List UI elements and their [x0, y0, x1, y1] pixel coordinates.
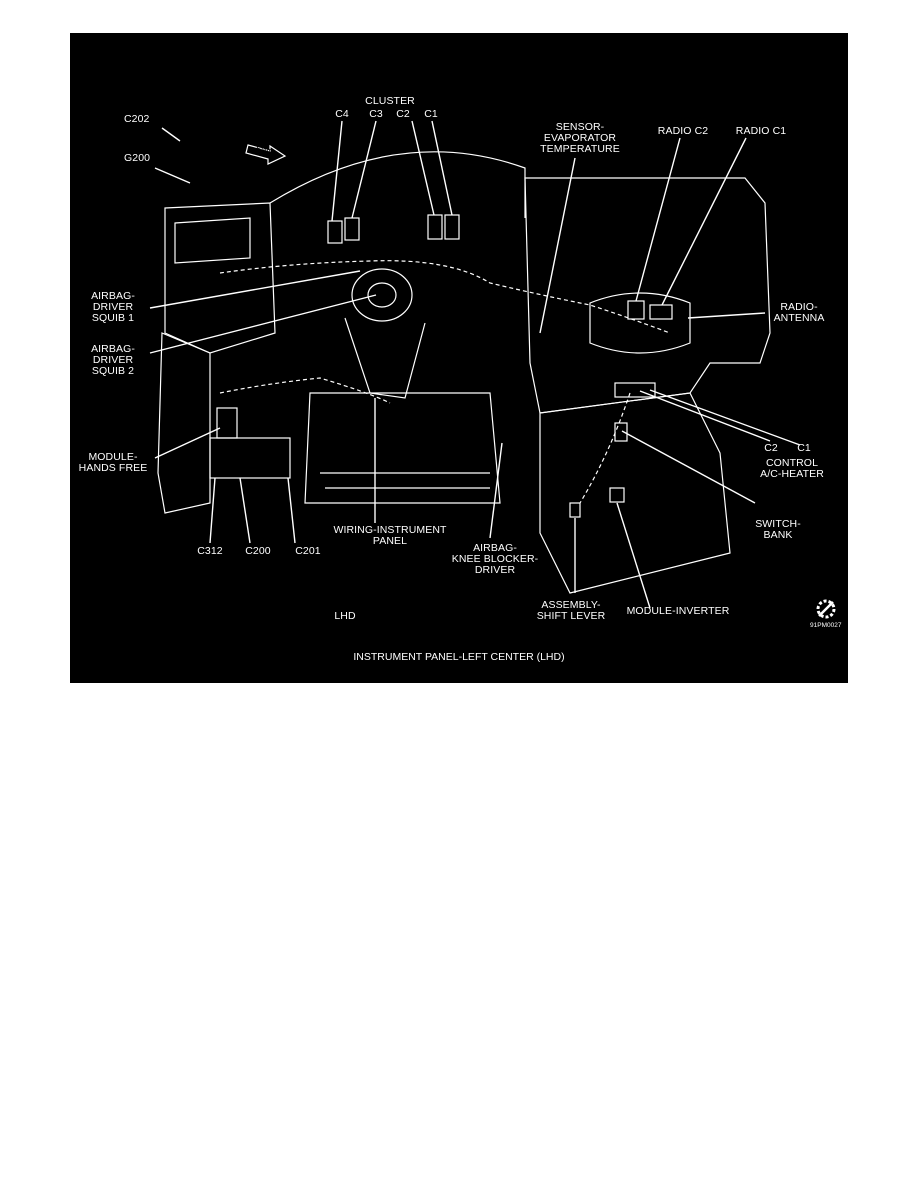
label-switch-bank: SWITCH- BANK	[755, 518, 801, 541]
label-airbag-knee-blocker: AIRBAG- KNEE BLOCKER- DRIVER	[451, 542, 539, 576]
dash-left-housing	[164, 202, 276, 354]
cluster-connector-c4	[327, 220, 343, 244]
dash-left-vent	[174, 217, 251, 264]
label-radio-antenna: RADIO- ANTENNA	[773, 301, 825, 324]
instrument-panel-drawing	[149, 120, 801, 609]
label-radio-c1: RADIO C1	[735, 125, 787, 137]
harness-lower	[219, 377, 391, 404]
label-assembly-shift-lever: ASSEMBLY- SHIFT LEVER	[536, 599, 606, 622]
knee-bolster-ribs	[320, 472, 490, 489]
knee-bolster	[304, 392, 501, 504]
steering-hub	[351, 268, 413, 322]
label-cluster-c1: C1	[424, 108, 438, 120]
label-cluster-c4: C4	[335, 108, 349, 120]
figure-code: 91PM0027	[810, 622, 842, 629]
label-c200: C200	[245, 545, 271, 557]
radio-bezel	[589, 292, 691, 354]
steering-column	[344, 317, 426, 399]
harness-console	[579, 392, 631, 504]
cluster-connector-c1	[444, 214, 460, 240]
switch-bank-connector	[614, 422, 628, 442]
label-wiring-instrument-panel: WIRING-INSTRUMENT PANEL	[333, 524, 447, 547]
control-connectors	[614, 382, 656, 398]
harness-main	[219, 260, 671, 334]
label-cluster: CLUSTER	[365, 95, 415, 107]
manufacturer-gear-icon	[816, 599, 836, 619]
shift-lever-connector	[569, 502, 581, 518]
center-stack-lower	[539, 392, 731, 594]
center-stack	[524, 177, 771, 414]
label-sensor-evaporator: SENSOR- EVAPORATOR TEMPERATURE	[540, 121, 620, 155]
cluster-connector-c3	[344, 217, 360, 241]
fwd-arrow-icon	[245, 144, 287, 165]
inverter-module	[609, 487, 625, 503]
label-control-ac-heater: CONTROL A/C-HEATER	[760, 457, 824, 480]
label-c312: C312	[197, 545, 223, 557]
label-c201: C201	[295, 545, 321, 557]
radio-c2-connector	[627, 300, 645, 320]
radio-c1-connector	[649, 304, 673, 320]
label-cluster-c3: C3	[369, 108, 383, 120]
label-variant: LHD	[334, 610, 356, 622]
dash-left-lower	[157, 332, 211, 514]
figure-caption: INSTRUMENT PANEL-LEFT CENTER (LHD)	[353, 651, 565, 663]
label-control-c1: C1	[797, 442, 811, 454]
hands-free-module	[216, 407, 238, 439]
label-module-hands-free: MODULE- HANDS FREE	[78, 451, 148, 474]
label-c202: C202	[124, 113, 150, 125]
steering-hub-inner	[367, 282, 397, 308]
fuse-block	[209, 437, 291, 479]
label-module-inverter: MODULE-INVERTER	[626, 605, 730, 617]
label-radio-c2: RADIO C2	[657, 125, 709, 137]
leader-lines	[149, 120, 801, 609]
label-control-c2: C2	[764, 442, 778, 454]
label-airbag-squib-2: AIRBAG- DRIVER SQUIB 2	[91, 343, 135, 377]
wiring-diagram-figure: C202 G200 CLUSTER C4 C3 C2 C1 SENSOR- EV…	[70, 33, 848, 683]
label-cluster-c2: C2	[396, 108, 410, 120]
label-g200: G200	[124, 152, 151, 164]
cluster-connector-c2	[427, 214, 443, 240]
dash-top-arc	[269, 151, 526, 218]
label-airbag-squib-1: AIRBAG- DRIVER SQUIB 1	[91, 290, 135, 324]
